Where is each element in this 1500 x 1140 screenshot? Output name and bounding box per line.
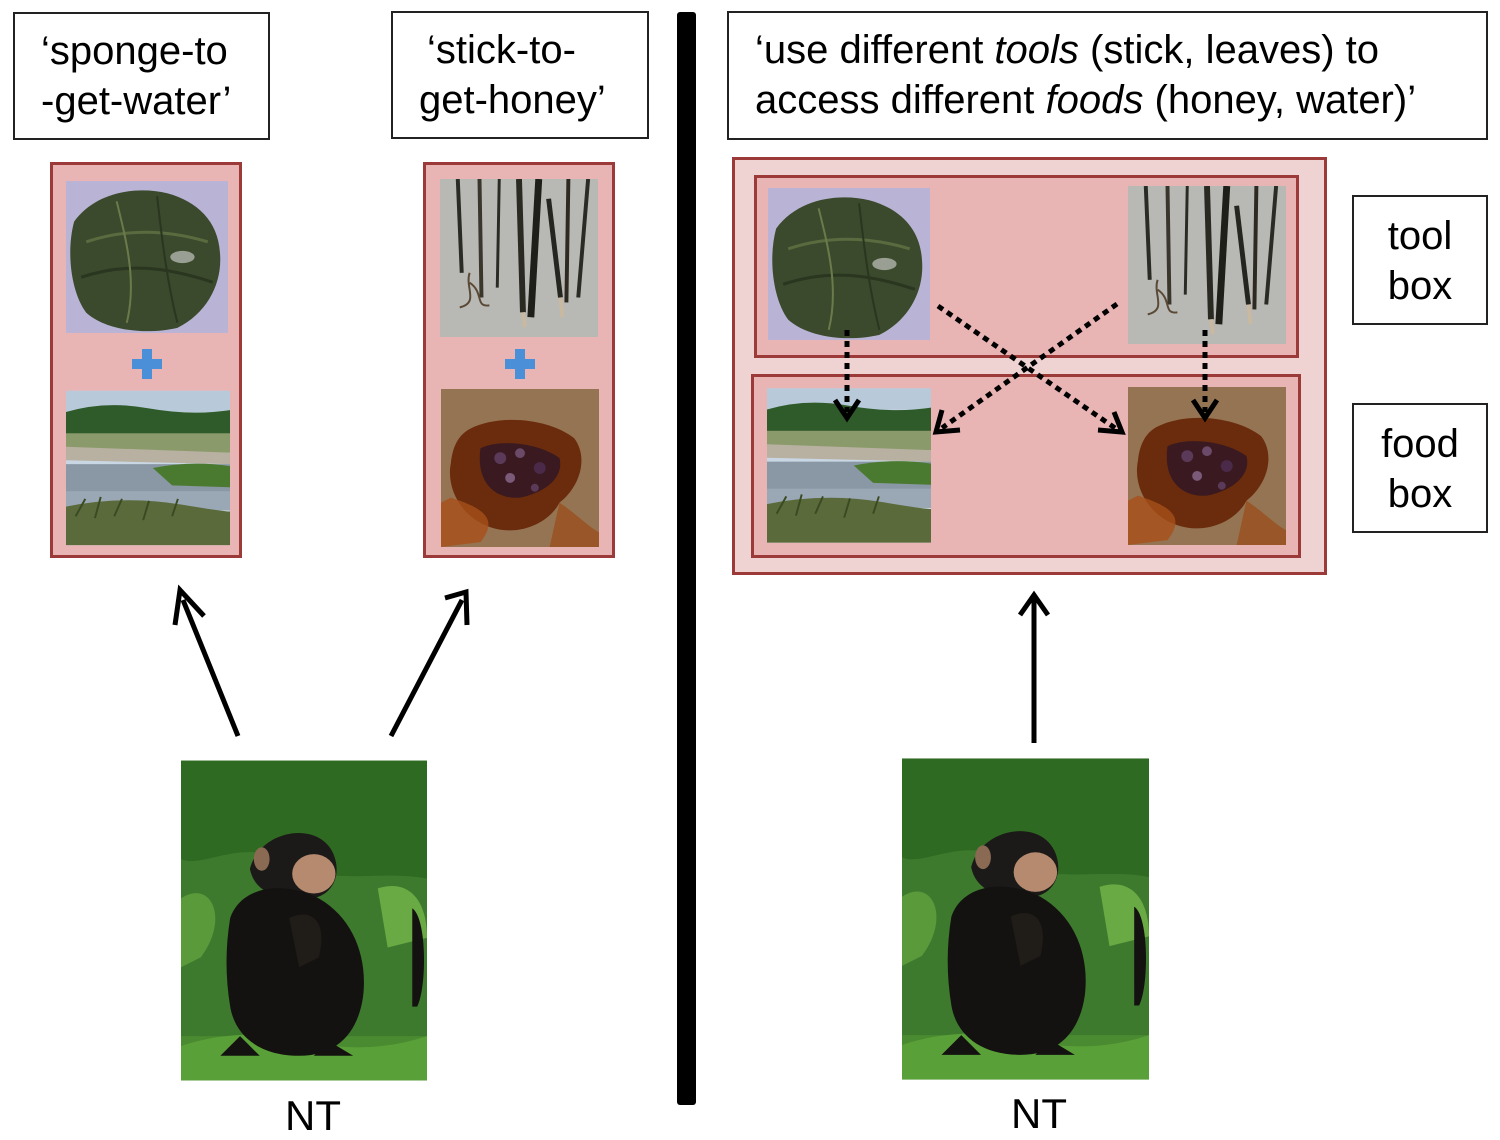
- nt-label-left: NT: [285, 1092, 341, 1139]
- title-line2: access different foods (honey, water)’: [755, 75, 1486, 125]
- food-box-line2: box: [1387, 472, 1453, 516]
- title-line1-pre: ‘use different: [755, 28, 995, 72]
- label-sponge-line1: ‘sponge-to: [41, 29, 228, 73]
- arrow-up-icon: [1017, 590, 1051, 743]
- dotted-arrow-heads: [832, 398, 1220, 435]
- chimpanzee-photo: [181, 759, 427, 1082]
- label-sponge-to-get-water: ‘sponge-to -get-water’: [13, 12, 270, 140]
- label-stick-to-get-honey: ‘stick-to- get-honey’: [391, 11, 649, 139]
- title-line1: ‘use different tools (stick, leaves) to: [755, 25, 1486, 75]
- label-stick-line1: ‘stick-to-: [427, 28, 576, 72]
- title-line2-pre: access different: [755, 78, 1046, 122]
- food-box-label: food box: [1352, 403, 1488, 533]
- nt-label-right: NT: [1011, 1090, 1067, 1137]
- title-box: ‘use different tools (stick, leaves) to …: [727, 11, 1488, 140]
- left-arrows: [172, 584, 470, 738]
- stick-honey-panel: [423, 162, 615, 558]
- label-stick-line2: get-honey’: [419, 78, 606, 122]
- arrow-up-icon: [388, 588, 470, 738]
- title-line2-em: foods: [1045, 78, 1144, 122]
- dotted-arrow-icon: [844, 301, 1208, 431]
- chimpanzee-photo: [902, 757, 1149, 1081]
- dotted-arrows: [832, 301, 1220, 435]
- label-sponge-line2: -get-water’: [41, 79, 232, 123]
- plus-icon: [131, 348, 163, 380]
- vertical-divider: [677, 12, 696, 1105]
- title-line1-post: (stick, leaves) to: [1078, 28, 1379, 72]
- plus-icon: [504, 348, 536, 380]
- tool-box-line2: box: [1387, 264, 1453, 308]
- tool-box-label: tool box: [1352, 195, 1488, 325]
- tool-box-line1: tool: [1387, 214, 1453, 258]
- food-box-line1: food: [1381, 422, 1459, 466]
- title-line1-em: tools: [994, 28, 1079, 72]
- arrow-up-icon: [172, 584, 241, 737]
- title-line2-post: (honey, water)’: [1143, 78, 1417, 122]
- sponge-water-panel: [50, 162, 242, 558]
